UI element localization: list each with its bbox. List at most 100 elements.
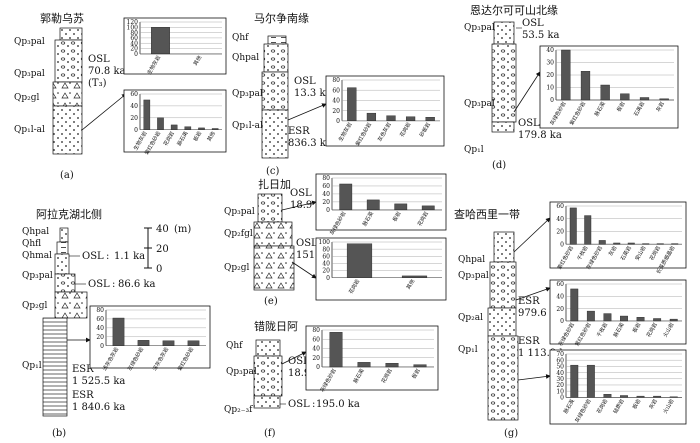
y-tick-label: 40 <box>312 346 320 353</box>
y-tick-label: 80 <box>130 30 138 37</box>
y-tick-label: 0 <box>326 275 330 282</box>
bar <box>586 364 595 398</box>
bar <box>600 84 610 101</box>
dating-age: 979.6 ka <box>518 308 562 319</box>
y-tick-label: 10 <box>556 388 564 395</box>
panel-g-units: Qhpal Qp₃pal Qp₂al Qp₁l <box>458 255 489 355</box>
panel-b-title: 阿拉克湖北侧 <box>36 207 102 221</box>
bar <box>357 362 371 368</box>
y-tick-label: 0 <box>100 343 104 350</box>
bar <box>137 340 150 346</box>
bar <box>584 215 592 245</box>
panel-a-ages: OSL 70.8 ka (T₃) <box>88 54 126 89</box>
bar <box>671 243 679 245</box>
unit-label: Qp₁l <box>464 145 484 155</box>
y-tick-label: 0 <box>550 97 554 104</box>
panel-b: 阿拉克湖北侧 Qhpal Qhfl Qhmal Qp₃pal Qp₂gl Qp₁… <box>22 207 156 439</box>
unit-label: Qhf <box>232 33 249 43</box>
bar <box>413 364 427 368</box>
bar-chart-e-1: 020406080100花岗岩其他 <box>315 237 447 301</box>
y-tick-label: 20 <box>130 46 138 53</box>
bar <box>570 364 579 398</box>
unit-label: Qp₃pal <box>464 99 495 109</box>
bar <box>162 340 175 346</box>
unit-label: Qp₃pal <box>232 89 263 99</box>
y-tick-label: 0 <box>560 241 564 248</box>
panel-d-title: 恩达尔可可山北缘 <box>470 4 558 17</box>
dating-method: ESR <box>72 364 94 375</box>
dating-method: ESR <box>72 390 94 401</box>
y-tick-label: 40 <box>332 98 340 105</box>
y-tick-label: 40 <box>322 191 330 198</box>
y-tick-label: 60 <box>322 183 330 190</box>
arrow <box>281 351 307 365</box>
y-tick-label: 40 <box>556 216 564 223</box>
bar <box>669 318 678 322</box>
y-tick-label: 20 <box>556 382 564 389</box>
dating-method: OSL <box>288 399 310 410</box>
chart-frame <box>123 17 227 75</box>
dating-method: OSL <box>88 279 110 290</box>
panel-f-caption: (f) <box>264 428 276 439</box>
unit-label: Qp₃pal <box>224 207 255 217</box>
y-tick-label: 0 <box>134 51 138 58</box>
y-tick-label: 0 <box>316 364 320 371</box>
bar <box>421 205 435 211</box>
panel-a: 郭勒乌苏 Qp₃pal Qp₃pal Qp₂gl Qp₁l-al OSL 70.… <box>14 11 127 181</box>
arrow <box>517 374 551 381</box>
bar-chart-g-0: 0204060紫红色砂岩千枚岩灰绿色砂岩灰岩石英岩安山岩花岗岩长英质细晶岩 <box>549 201 687 275</box>
bar <box>157 117 164 130</box>
bar <box>653 318 662 322</box>
panel-c-caption: (c) <box>266 166 280 177</box>
chart-frame <box>315 237 447 301</box>
panel-a-caption: (a) <box>60 170 74 181</box>
bar <box>339 183 353 211</box>
bar <box>620 93 630 101</box>
y-tick-label: 0 <box>560 318 564 325</box>
bar <box>347 87 357 122</box>
dating-age: 86.6 ka <box>118 279 156 290</box>
y-tick-label: 0 <box>134 127 138 134</box>
bar-charts: 020406080100120生物灰岩其他0204060生物灰岩紫红色砂岩花岗岩… <box>89 17 687 425</box>
unit-label: Qp₃pal <box>14 69 45 79</box>
bar <box>151 27 170 55</box>
bar-chart-e-0: 020406080灰绿色砂岩脉石英板岩花岗岩 <box>315 173 447 236</box>
unit-label: Qhpal <box>232 53 259 63</box>
bar <box>385 363 399 368</box>
unit-label: Qp₁l-al <box>14 125 45 135</box>
dating-method: OSL <box>294 76 316 87</box>
dating-age: 1 113.9 ka <box>518 348 571 359</box>
bar <box>659 98 669 101</box>
y-tick-label: 80 <box>96 307 104 314</box>
panel-b-ages: OSL : 1.1 ka OSL : 86.6 ka ESR 1 525.5 k… <box>69 251 156 413</box>
bar <box>394 203 408 211</box>
arrow <box>287 103 327 121</box>
chart-frame <box>123 89 227 153</box>
unit-label: Qp₂gl <box>14 93 40 103</box>
bar-chart-g-2: 010203040506070脉石英灰绿色砂岩花岗岩硅质岩板岩灰岩火山岩 <box>549 349 687 425</box>
dating-age: 1 525.5 ka <box>72 376 125 387</box>
panel-c-ages: OSL 13.3 ka ESR 836.3 ka <box>288 76 332 149</box>
panel-g-title: 查哈西里一带 <box>454 207 520 221</box>
unit-label: Qp₂fgl <box>224 229 253 239</box>
bar <box>639 97 650 101</box>
bar <box>603 394 612 398</box>
chart-frame <box>305 325 439 391</box>
bar-chart-c-0: 020406080生物灰岩紫红色砂岩灰色灰岩花岗岩砂板岩 <box>325 75 445 147</box>
y-tick-label: 60 <box>556 281 564 288</box>
unit-label: Qhfl <box>22 239 41 249</box>
dating-age: 1.1 ka <box>114 251 145 262</box>
y-tick-label: 80 <box>322 175 330 182</box>
dating-age: 13.3 ka <box>294 88 332 99</box>
bar <box>636 395 645 398</box>
panel-a-units: Qp₃pal Qp₃pal Qp₂gl Qp₁l-al <box>14 37 45 135</box>
y-tick-label: 40 <box>556 370 564 377</box>
svg-text::: : <box>312 399 315 410</box>
y-tick-label: 60 <box>332 87 340 94</box>
chart-frame <box>89 305 211 369</box>
y-tick-label: 30 <box>546 60 554 67</box>
panel-b-units: Qhpal Qhfl Qhmal Qp₃pal Qp₂gl Qp₁l <box>22 227 53 371</box>
arrow <box>515 287 551 301</box>
panel-b-caption: (b) <box>52 428 66 439</box>
dating-age: 1 840.6 ka <box>72 402 125 413</box>
